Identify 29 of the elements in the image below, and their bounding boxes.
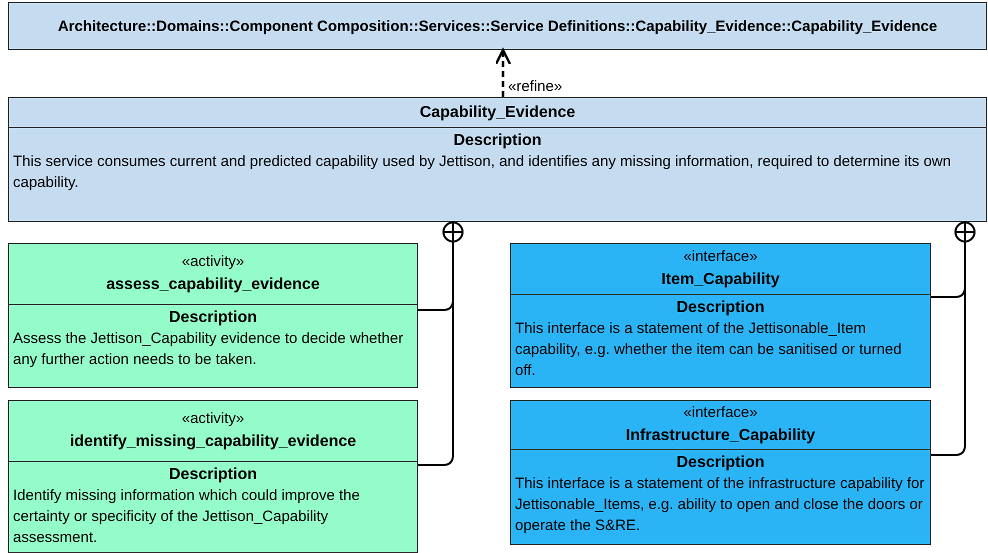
containment-connector [418,222,464,466]
section-heading: Description [168,308,258,328]
description-text: This interface is a statement of the Jettisonable_Item capability, e.g. whether the item can be sanitised or turned off. [515,319,903,381]
description-text: This service consumes current and predicted capability used by Jettison, and identifies any missing information, required to determine its own capability. [13,152,952,193]
uml-element-box [8,2,987,50]
package-path: Architecture::Domains::Component Composition::Services::Service Definitions::Capability_Evidence::Capability_Evidence [56,16,938,36]
containment-connector [931,222,976,456]
uml-element-box [8,243,418,388]
description-text: Identify missing information which could improve the certainty or specificity of the Jettison_Capability assessment. [13,486,361,548]
element-name: identify_missing_capability_evidence [68,432,358,452]
section-heading: Description [675,453,766,473]
stereotype: «activity» [180,252,246,270]
element-name: assess_capability_evidence [105,274,321,294]
section-heading: Description [675,298,766,318]
stereotype: «interface» [682,404,759,422]
description-text: Assess the Jettison_Capability evidence to decide whether any further action needs to be taken. [13,329,404,370]
uml-element-box [8,400,418,553]
class-name: Capability_Evidence [418,102,576,122]
uml-element-box [510,243,931,388]
uml-element-box [510,400,931,545]
element-name: Item_Capability [660,270,781,290]
uml-element-box [8,97,987,222]
description-text: This interface is a statement of the infrastructure capability for Jettisonable_Items, e.g. ability to open and close the doors or operate the S&RE. [515,474,926,536]
refine-arrow [494,48,512,97]
section-heading: Description [168,465,258,485]
element-name: Infrastructure_Capability [624,426,816,446]
section-heading: Description [452,131,542,151]
stereotype: «interface» [682,248,759,266]
stereotype: «activity» [180,410,246,428]
